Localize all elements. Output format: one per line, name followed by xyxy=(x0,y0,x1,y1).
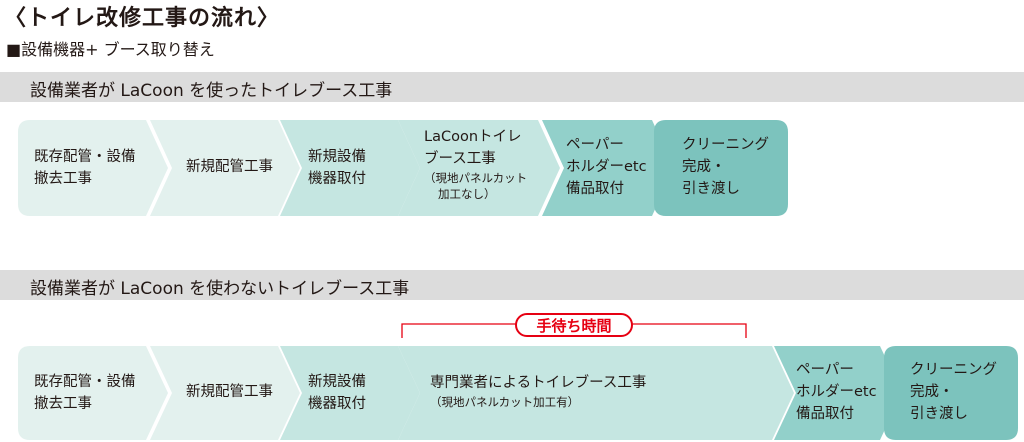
step-shape-4 xyxy=(398,346,794,440)
step-note-line: （現地パネルカット xyxy=(424,171,528,185)
step-shape-3 xyxy=(280,120,420,216)
process-step-2: 新規配管工事 xyxy=(186,156,273,178)
step-label-line: 引き渡し xyxy=(682,181,740,197)
step-label-line: 新規配管工事 xyxy=(186,384,273,400)
process-step-5: ペーパーホルダーetc 備品取付 xyxy=(566,134,647,200)
step-shape-1 xyxy=(18,346,168,440)
section-heading-lacoon: 設備業者が LaCoon を使ったトイレブース工事 xyxy=(30,81,393,101)
step-label-line: ペーパー xyxy=(566,137,624,153)
page-subtitle: ■設備機器+ ブース取り替え xyxy=(6,40,215,59)
process-step-4: LaCoonトイレブース工事 （現地パネルカット加工なし） xyxy=(424,126,527,202)
process-step-6: クリーニング完成・引き渡し xyxy=(682,134,769,200)
step-label-line: 既存配管・設備 xyxy=(34,374,136,390)
step-label-line: 完成・ xyxy=(910,384,954,400)
section-band-lacoon: 設備業者が LaCoon を使ったトイレブース工事 xyxy=(0,72,1024,102)
step-label-line: 撤去工事 xyxy=(34,396,92,412)
step-shape-6 xyxy=(654,120,788,216)
step-label-line: 備品取付 xyxy=(796,406,854,422)
flow-arrows-1 xyxy=(18,346,1018,440)
step-shape-4 xyxy=(398,120,560,216)
step-shape-2 xyxy=(150,120,300,216)
step-label-line: 機器取付 xyxy=(308,171,366,187)
waiting-time-badge: 手待ち時間 xyxy=(515,313,633,337)
process-step-1: 既存配管・設備撤去工事 xyxy=(34,146,136,190)
process-flow-no-lacoon: 既存配管・設備撤去工事 新規配管工事 新規設備機器取付 専門業者によるトイレブース工事… xyxy=(0,346,1024,440)
section-band-no-lacoon: 設備業者が LaCoon を使わないトイレブース工事 xyxy=(0,270,1024,300)
step-shape-6 xyxy=(884,346,1018,440)
step-label-line: 専門業者によるトイレブース工事 xyxy=(430,375,647,391)
step-label-line: ブース工事 xyxy=(424,151,496,167)
process-step-4: 専門業者によるトイレブース工事 （現地パネルカット加工有） xyxy=(430,372,646,410)
step-label-line: 完成・ xyxy=(682,159,726,175)
process-step-2: 新規配管工事 xyxy=(186,381,273,403)
process-step-5: ペーパーホルダーetc 備品取付 xyxy=(796,359,877,425)
step-label-line: LaCoonトイレ xyxy=(424,129,522,145)
step-shape-5 xyxy=(774,346,902,440)
step-label-line: 新規設備 xyxy=(308,374,366,390)
process-step-3: 新規設備機器取付 xyxy=(308,371,366,415)
step-shape-3 xyxy=(280,346,420,440)
step-label-line: ペーパー xyxy=(796,362,854,378)
step-label-line: 撤去工事 xyxy=(34,171,92,187)
process-step-6: クリーニング完成・引き渡し xyxy=(910,359,997,425)
process-step-3: 新規設備機器取付 xyxy=(308,146,366,190)
process-step-1: 既存配管・設備撤去工事 xyxy=(34,371,136,415)
step-label-line: 引き渡し xyxy=(910,406,968,422)
process-flow-lacoon: 既存配管・設備撤去工事 新規配管工事 新規設備機器取付 LaCoonトイレブース工事 （… xyxy=(0,120,1024,216)
step-label-line: クリーニング xyxy=(682,137,769,153)
step-label-line: 既存配管・設備 xyxy=(34,149,136,165)
page-title: 〈トイレ改修工事の流れ〉 xyxy=(4,6,281,31)
section-heading-no-lacoon: 設備業者が LaCoon を使わないトイレブース工事 xyxy=(30,279,410,299)
step-label-line: 備品取付 xyxy=(566,181,624,197)
step-label-line: クリーニング xyxy=(910,362,997,378)
step-label-line: 新規配管工事 xyxy=(186,159,273,175)
step-note-line: 加工なし） xyxy=(438,187,496,201)
step-label-line: 機器取付 xyxy=(308,396,366,412)
flow-arrows-0 xyxy=(18,120,788,216)
step-note-line: （現地パネルカット加工有） xyxy=(430,395,580,409)
step-label-line: ホルダーetc xyxy=(796,384,877,400)
step-label-line: ホルダーetc xyxy=(566,159,647,175)
step-shape-1 xyxy=(18,120,168,216)
step-shape-2 xyxy=(150,346,300,440)
step-label-line: 新規設備 xyxy=(308,149,366,165)
step-shape-5 xyxy=(542,120,674,216)
